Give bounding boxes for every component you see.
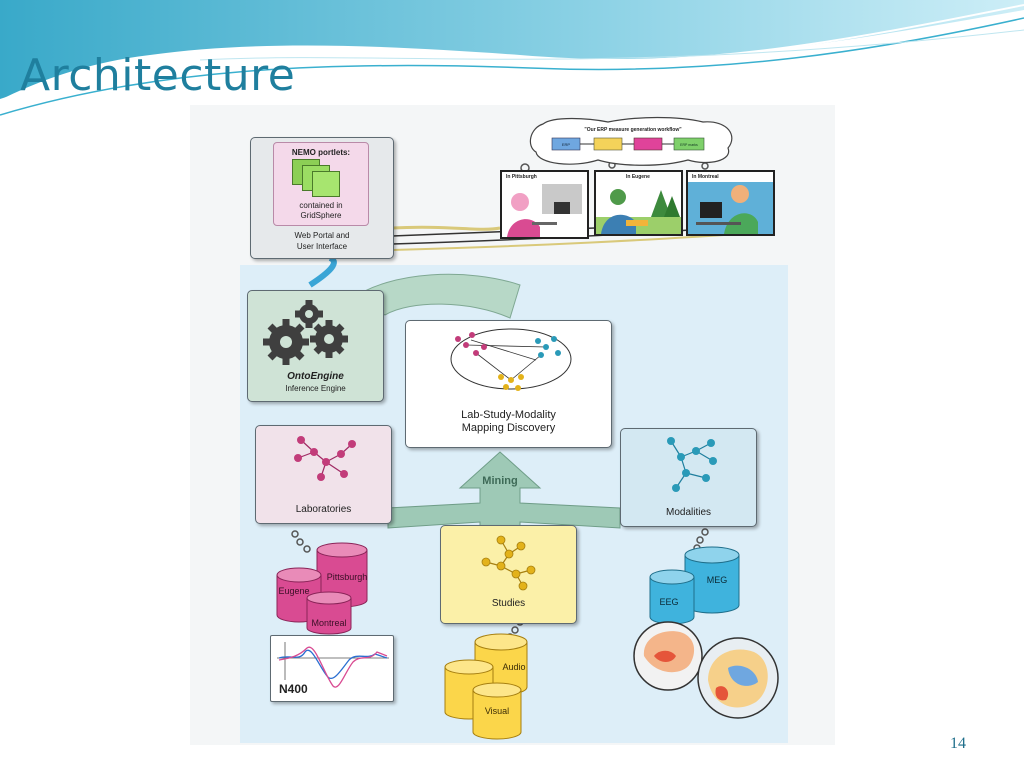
- workflow-step-4-label: ERP marks: [680, 143, 698, 147]
- slide-title: Architecture: [20, 50, 296, 101]
- site-label-pittsburgh: In Pittsburgh: [506, 174, 537, 180]
- brain-imaging-illustration: [633, 621, 779, 719]
- site-label-eugene: In Eugene: [626, 174, 650, 180]
- workflow-bubble-text: "Our ERP measure generation workflow": [584, 127, 682, 133]
- site-scene-pittsburgh: In Pittsburgh: [500, 170, 589, 239]
- merged-ontology-network-icon: [450, 328, 572, 391]
- studies-ontology-icon: [481, 535, 536, 591]
- db-montreal-label: Montreal: [311, 618, 346, 628]
- laboratory-databases: Pittsburgh Eugene Montreal: [276, 542, 368, 635]
- onto-engine-subtitle: Inference Engine: [285, 384, 346, 393]
- mining-label: Mining: [482, 475, 518, 487]
- laboratories-ontology-icon: [294, 436, 356, 481]
- modalities-box: Modalities: [620, 428, 757, 527]
- workflow-step-2: [593, 137, 623, 151]
- web-portal-caption-line2: User Interface: [296, 242, 348, 251]
- workflow-step-3: [633, 137, 663, 151]
- modalities-label: Modalities: [665, 507, 712, 518]
- mapping-discovery-box: Lab-Study-Modality Mapping Discovery: [405, 320, 612, 448]
- modality-databases: MEG EEG: [649, 546, 740, 625]
- n400-label: N400: [279, 682, 308, 696]
- laboratories-label: Laboratories: [295, 504, 352, 515]
- n400-waveform-panel: N400: [270, 635, 394, 702]
- nemo-portlets-title: NEMO portlets:: [291, 148, 351, 157]
- nemo-portlets-panel: NEMO portlets: contained in GridSphere: [273, 142, 369, 226]
- pittsburgh-user-illustration: [507, 184, 582, 237]
- db-pittsburgh-label: Pittsburgh: [327, 572, 368, 582]
- db-eugene-label: Eugene: [278, 586, 309, 596]
- db-meg-label: MEG: [707, 575, 728, 585]
- header-wave-decoration: [0, 0, 1024, 116]
- montreal-user-illustration: [688, 182, 773, 234]
- onto-engine-name: OntoEngine: [287, 371, 344, 382]
- studies-box: Studies: [440, 525, 577, 624]
- gears-icon: [263, 300, 348, 365]
- db-audio-label: Audio: [502, 662, 525, 672]
- onto-engine-box: OntoEngine Inference Engine: [247, 290, 384, 402]
- web-portal-box: NEMO portlets: contained in GridSphere W…: [250, 137, 394, 259]
- web-portal-caption-line1: Web Portal and: [294, 231, 350, 240]
- site-scene-eugene: In Eugene: [594, 170, 683, 236]
- gridsphere-note-line1: contained in: [299, 201, 343, 210]
- mapping-title-line1: Lab-Study-Modality: [461, 409, 556, 421]
- site-label-montreal: In Montreal: [692, 174, 719, 180]
- eugene-user-illustration: [596, 189, 681, 234]
- page-number: 14: [950, 735, 966, 752]
- portlet-window-icon: [312, 171, 340, 197]
- erp-waveform-plot: [277, 642, 389, 688]
- workflow-thought-bubble: "Our ERP measure generation workflow" ER…: [529, 116, 733, 166]
- site-scene-montreal: In Montreal: [686, 170, 775, 236]
- studies-databases: Audio Visual: [444, 633, 528, 740]
- db-eeg-label: EEG: [659, 597, 678, 607]
- workflow-step-1-label: ERP: [562, 142, 571, 147]
- studies-label: Studies: [491, 598, 526, 609]
- db-visual-label: Visual: [485, 706, 509, 716]
- mapping-title-line2: Mapping Discovery: [461, 422, 556, 434]
- gridsphere-note-line2: GridSphere: [300, 211, 342, 220]
- modalities-ontology-icon: [667, 437, 717, 492]
- laboratories-box: Laboratories: [255, 425, 392, 524]
